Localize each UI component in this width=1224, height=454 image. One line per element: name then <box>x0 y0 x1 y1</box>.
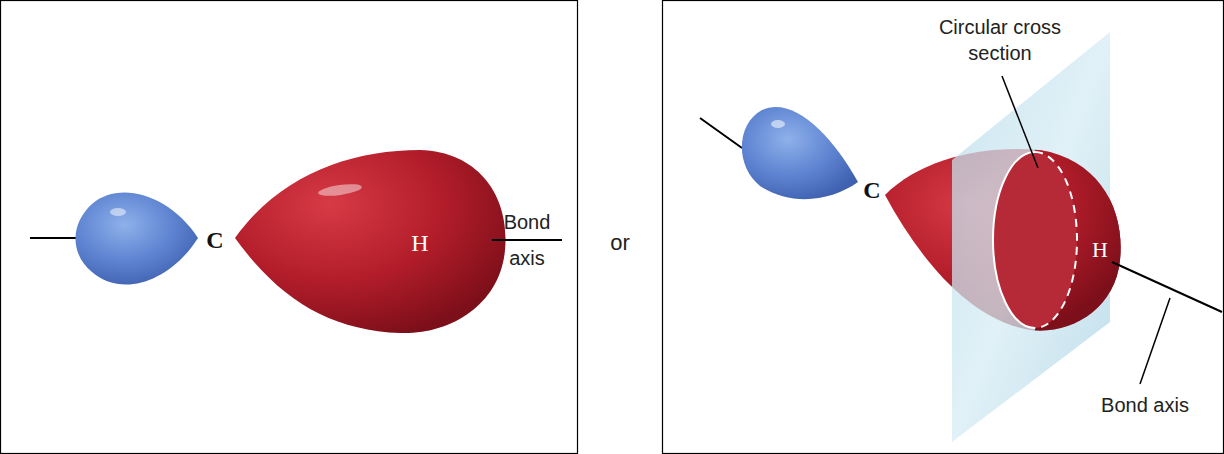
axis-label: Bond axis <box>494 204 560 276</box>
highlight <box>318 182 363 198</box>
small-orbital-lobe <box>76 193 199 285</box>
leader-line <box>1002 76 1038 168</box>
callout-label: Bond axis <box>1085 394 1205 417</box>
circular-cross-section <box>993 152 1077 328</box>
panel-frame <box>1 1 578 454</box>
highlight <box>771 120 785 128</box>
leader-line <box>1140 298 1170 384</box>
atom-label: H <box>1085 237 1115 263</box>
highlight <box>110 208 126 216</box>
large-orbital-lobe <box>885 149 1121 331</box>
panel-frame <box>663 1 1224 454</box>
large-orbital-lobe <box>235 150 506 333</box>
cross-section-edge <box>993 152 1035 328</box>
bond-axis-line <box>492 239 562 241</box>
bond-axis-line <box>30 237 80 239</box>
callout-label: Circular cross section <box>930 14 1070 66</box>
atom-label: C <box>857 177 887 204</box>
atom-label: C <box>195 227 235 254</box>
cross-section-edge <box>1035 152 1077 328</box>
atom-label: H <box>400 230 440 257</box>
small-orbital-lobe <box>742 107 858 199</box>
bond-axis-line <box>700 118 742 148</box>
connective-word: or <box>600 230 640 256</box>
